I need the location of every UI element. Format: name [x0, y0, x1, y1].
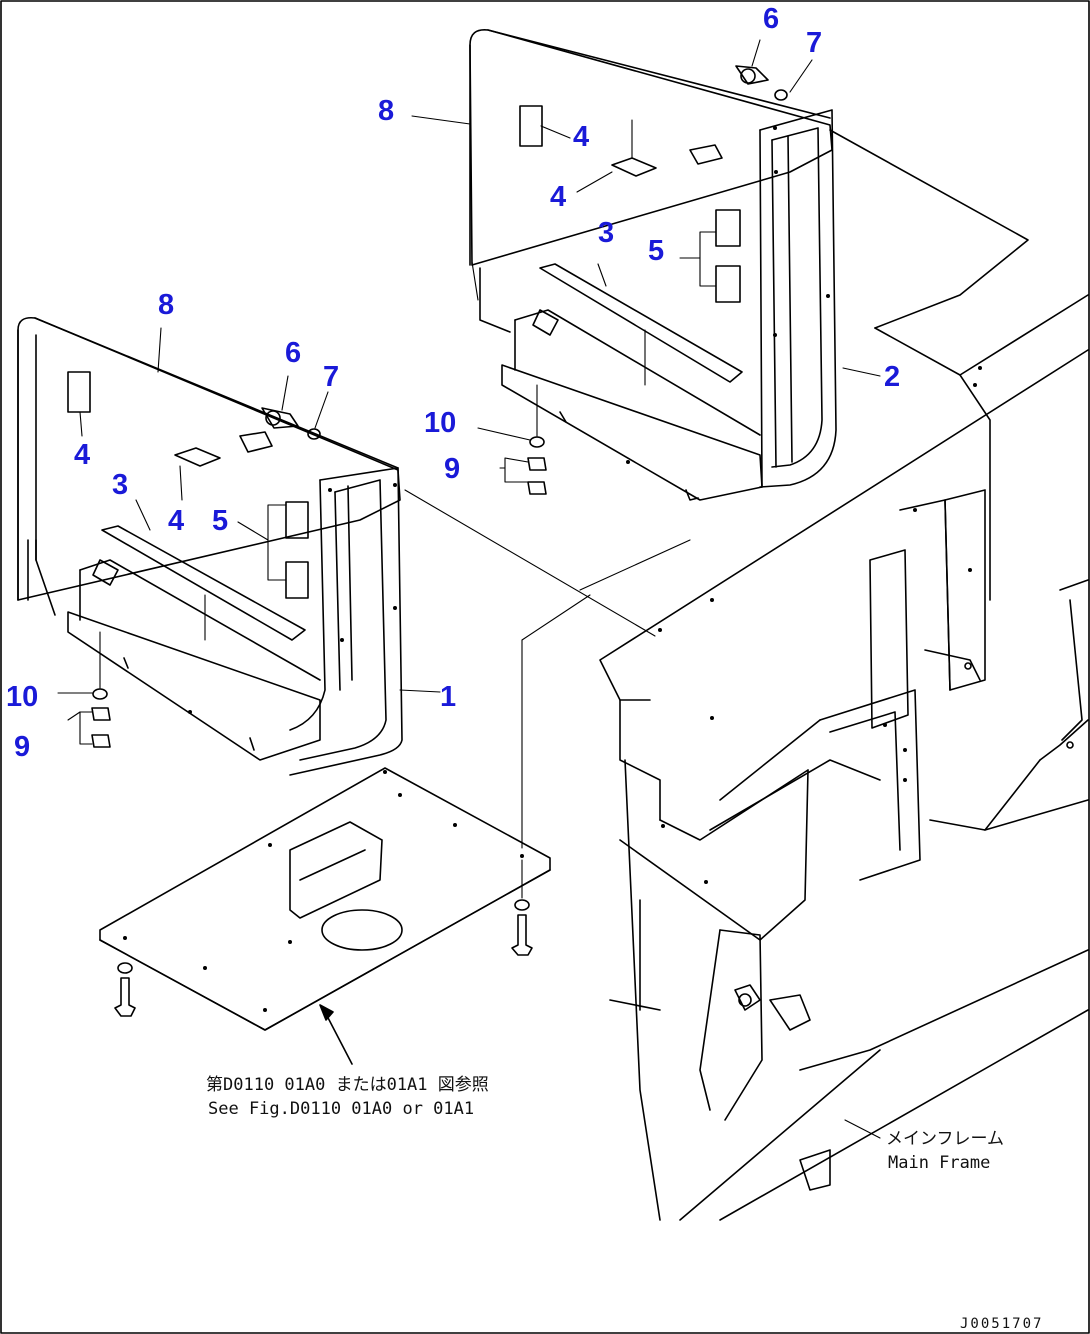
- notes: 第D0110 01A0 または01A1 図参照 See Fig.D0110 01…: [206, 1075, 1043, 1332]
- reference-note-en: See Fig.D0110 01A0 or 01A1: [208, 1099, 474, 1119]
- callout-10-left: 10: [6, 681, 38, 713]
- callout-6-top: 6: [763, 3, 779, 35]
- callout-3-top: 3: [598, 217, 614, 249]
- callout-9-top: 9: [444, 453, 460, 485]
- callout-3-left: 3: [112, 469, 128, 501]
- callout-4a-top: 4: [573, 121, 589, 153]
- reference-note-jp: 第D0110 01A0 または01A1 図参照: [206, 1075, 489, 1095]
- drawing-code: J0051707: [960, 1316, 1043, 1332]
- callout-10-top: 10: [424, 407, 456, 439]
- leader-lines: [57, 39, 881, 1139]
- cover-assembly-left: [17, 316, 403, 776]
- callout-6-left: 6: [285, 337, 301, 369]
- callout-8-top: 8: [378, 95, 394, 127]
- floor-plate: [99, 767, 551, 1065]
- callout-7-top: 7: [806, 27, 822, 59]
- callout-8-left: 8: [158, 289, 174, 321]
- callout-2: 2: [884, 361, 900, 393]
- callouts-top: 6 7 8 4 4 3 5 2 10 9: [378, 3, 900, 485]
- callouts-left: 8 6 7 4 3 4 5 10 9 1: [6, 289, 456, 763]
- callout-1: 1: [440, 681, 456, 713]
- main-frame: [599, 129, 1089, 1221]
- callout-4a-left: 4: [74, 439, 90, 471]
- callout-4b-top: 4: [550, 181, 566, 213]
- callout-5-top: 5: [648, 235, 664, 267]
- callout-9-left: 9: [14, 731, 30, 763]
- callout-7-left: 7: [323, 361, 339, 393]
- main-frame-label-jp: メインフレーム: [886, 1129, 1004, 1149]
- cover-assembly-top: [469, 28, 837, 501]
- callout-4b-left: 4: [168, 505, 184, 537]
- callout-5-left: 5: [212, 505, 228, 537]
- main-frame-label-en: Main Frame: [888, 1153, 990, 1173]
